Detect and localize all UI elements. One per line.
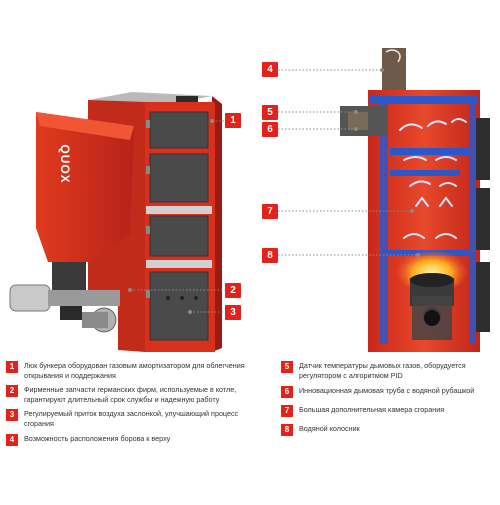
legend-text-7: Большая дополнительная камера сгорания <box>299 405 445 414</box>
legend-number-3: 3 <box>6 409 18 421</box>
legend-text-1: Люк бункера оборудован газовым амортизат… <box>24 361 245 380</box>
boiler-cutaway <box>340 48 490 352</box>
legend-number-5: 5 <box>281 361 293 373</box>
legend-text-2: Фирменные запчасти германских фирм, испо… <box>24 385 237 404</box>
airflow-arrows <box>399 118 467 239</box>
legend-item-3: 3 Регулируемый приток воздуха заслонкой,… <box>6 409 260 431</box>
legend-number-8: 8 <box>281 424 293 436</box>
callout-badge-6: 6 <box>262 122 278 137</box>
legend-text-6: Инновационная дымовая труба с водяной ру… <box>299 386 475 395</box>
callout-badge-7: 7 <box>262 204 278 219</box>
boiler-exterior <box>9 92 222 352</box>
legend-item-8: 8 Водяной колосник <box>281 424 493 438</box>
legend-number-7: 7 <box>281 405 293 417</box>
legend-text-4: Возможность расположения борова к верху <box>24 434 171 443</box>
legend-number-1: 1 <box>6 361 18 373</box>
legend-item-6: 6 Инновационная дымовая труба с водяной … <box>281 386 493 400</box>
brand-logo: QUOX <box>50 130 80 200</box>
legend-number-6: 6 <box>281 386 293 398</box>
legend-item-2: 2 Фирменные запчасти германских фирм, ис… <box>6 385 260 407</box>
legend-text-3: Регулируемый приток воздуха заслонкой, у… <box>24 409 239 428</box>
legend-item-1: 1 Люк бункера оборудован газовым амортиз… <box>6 361 260 383</box>
leader-dots <box>128 68 420 314</box>
legend-item-7: 7 Большая дополнительная камера сгорания <box>281 405 493 419</box>
legend-item-4: 4 Возможность расположения борова к верх… <box>6 434 260 448</box>
legend-text-8: Водяной колосник <box>299 424 360 433</box>
callout-badge-2: 2 <box>225 283 241 298</box>
callout-badge-1: 1 <box>225 113 241 128</box>
legend-item-5: 5 Датчик температуры дымовых газов, обор… <box>281 361 493 383</box>
callout-badge-5: 5 <box>262 105 278 120</box>
callout-badge-4: 4 <box>262 62 278 77</box>
legend-number-4: 4 <box>6 434 18 446</box>
leader-lines <box>130 69 418 313</box>
brand-text: QUOX <box>58 144 72 184</box>
legend-text-5: Датчик температуры дымовых газов, оборуд… <box>299 361 466 380</box>
callout-badge-3: 3 <box>225 305 241 320</box>
legend-number-2: 2 <box>6 385 18 397</box>
callout-badge-8: 8 <box>262 248 278 263</box>
